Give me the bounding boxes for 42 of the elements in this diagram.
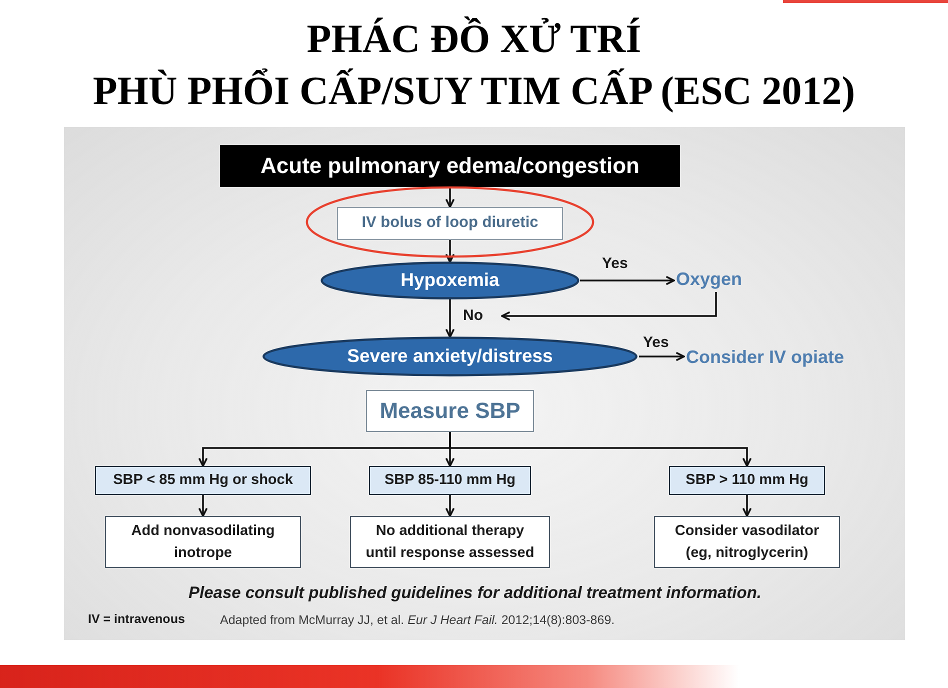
decision-ellipse [320,262,580,299]
arrow [639,352,685,362]
condition-label: SBP 85-110 mm Hg [384,472,516,490]
action-label: No additional therapy until response assessed [364,522,536,563]
outcome-text: Oxygen [676,266,756,292]
disclaimer-note: Please consult published guidelines for additional treatment information. [188,583,762,604]
condition-box [669,466,825,495]
decision-label: Severe anxiety/distress [347,345,553,368]
condition-box [369,466,531,495]
outcome-text: Consider IV opiate [686,344,870,370]
step-label: IV bolus of loop diuretic [362,214,538,233]
action-box [350,516,550,568]
action-box [105,516,301,568]
arrow [449,432,752,467]
arrow [501,292,717,321]
arrow [198,495,208,517]
arrow [580,276,675,286]
arrow [445,187,455,208]
slide-title: PHÁC ĐỒ XỬ TRÍ PHÙ PHỔI CẤP/SUY TIM CẤP (ESC 2012) [92,15,856,115]
condition-label: SBP > 110 mm Hg [686,472,808,490]
decision-ellipse [261,337,639,376]
condition-box [95,466,311,495]
action-label: Add nonvasodilating inotrope [130,522,276,563]
arrow [445,240,455,263]
edge-label: Yes [643,334,669,352]
arrow [445,495,455,517]
action-label: Consider vasodilator (eg, nitroglycerin) [674,522,820,563]
abbreviation-note: IV = intravenous [88,612,185,628]
arrow [742,495,752,517]
step-label: Acute pulmonary edema/congestion [260,152,640,180]
action-box [654,516,840,568]
start-box [220,145,680,187]
arrow [445,299,455,338]
citation-text: Adapted from McMurray JJ, et al. Eur J Heart Fail. 2012;14(8):803-869. [220,613,615,629]
step-label: Measure SBP [380,398,520,424]
edge-label: Yes [602,255,628,273]
process-box [337,207,563,240]
edge-label: No [463,307,483,325]
decision-label: Hypoxemia [400,269,500,292]
highlight-ellipse [304,186,596,258]
process-box [366,390,534,432]
condition-label: SBP < 85 mm Hg or shock [113,472,293,490]
